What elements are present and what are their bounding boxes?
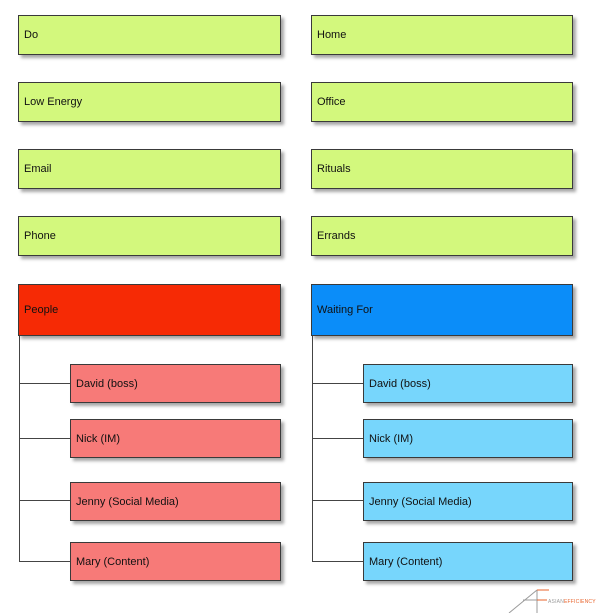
- context-box-low-energy: Low Energy: [18, 82, 281, 122]
- context-label: Errands: [317, 230, 356, 242]
- context-box-rituals: Rituals: [311, 149, 573, 189]
- waiting-for-item: Mary (Content): [363, 542, 573, 581]
- waiting-for-item-label: Nick (IM): [369, 432, 413, 445]
- people-item-label: Nick (IM): [76, 432, 120, 445]
- people-item: Mary (Content): [70, 542, 281, 581]
- people-item: Jenny (Social Media): [70, 482, 281, 521]
- context-box-office: Office: [311, 82, 573, 122]
- context-label: Office: [317, 96, 346, 108]
- people-header-label: People: [24, 304, 59, 316]
- logo-wordmark: ASIANEFFICIENCY: [548, 599, 596, 605]
- people-item: David (boss): [70, 364, 281, 403]
- context-box-do: Do: [18, 15, 281, 55]
- people-tree-branch: [19, 500, 71, 501]
- context-label: Phone: [24, 230, 56, 242]
- logo-text-orange: EFFICIENCY: [564, 599, 596, 605]
- waiting-tree-branch: [312, 500, 364, 501]
- waiting-for-item-label: Mary (Content): [369, 555, 443, 568]
- context-box-errands: Errands: [311, 216, 573, 256]
- people-item-label: Jenny (Social Media): [76, 495, 179, 508]
- waiting-for-header: Waiting For: [311, 284, 573, 336]
- context-box-phone: Phone: [18, 216, 281, 256]
- context-label: Do: [24, 29, 39, 41]
- context-label: Low Energy: [24, 96, 83, 108]
- waiting-for-item: Jenny (Social Media): [363, 482, 573, 521]
- waiting-tree-branch: [312, 438, 364, 439]
- context-label: Email: [24, 163, 52, 175]
- context-label: Home: [317, 29, 347, 41]
- people-header: People: [18, 284, 281, 336]
- waiting-for-item-label: Jenny (Social Media): [369, 495, 472, 508]
- waiting-tree-trunk: [312, 335, 313, 562]
- waiting-for-item: David (boss): [363, 364, 573, 403]
- context-box-email: Email: [18, 149, 281, 189]
- people-tree-trunk: [19, 335, 20, 562]
- logo-text-gray: ASIAN: [548, 599, 565, 605]
- waiting-for-item: Nick (IM): [363, 419, 573, 458]
- people-item: Nick (IM): [70, 419, 281, 458]
- people-item-label: Mary (Content): [76, 555, 150, 568]
- people-tree-branch: [19, 438, 71, 439]
- people-tree-branch: [19, 383, 71, 384]
- asian-efficiency-logo-icon: [508, 589, 549, 613]
- context-label: Rituals: [317, 163, 351, 175]
- waiting-tree-branch: [312, 383, 364, 384]
- waiting-for-header-label: Waiting For: [317, 304, 373, 316]
- people-item-label: David (boss): [76, 377, 138, 390]
- context-box-home: Home: [311, 15, 573, 55]
- waiting-tree-branch: [312, 561, 364, 562]
- waiting-for-item-label: David (boss): [369, 377, 431, 390]
- people-tree-branch: [19, 561, 71, 562]
